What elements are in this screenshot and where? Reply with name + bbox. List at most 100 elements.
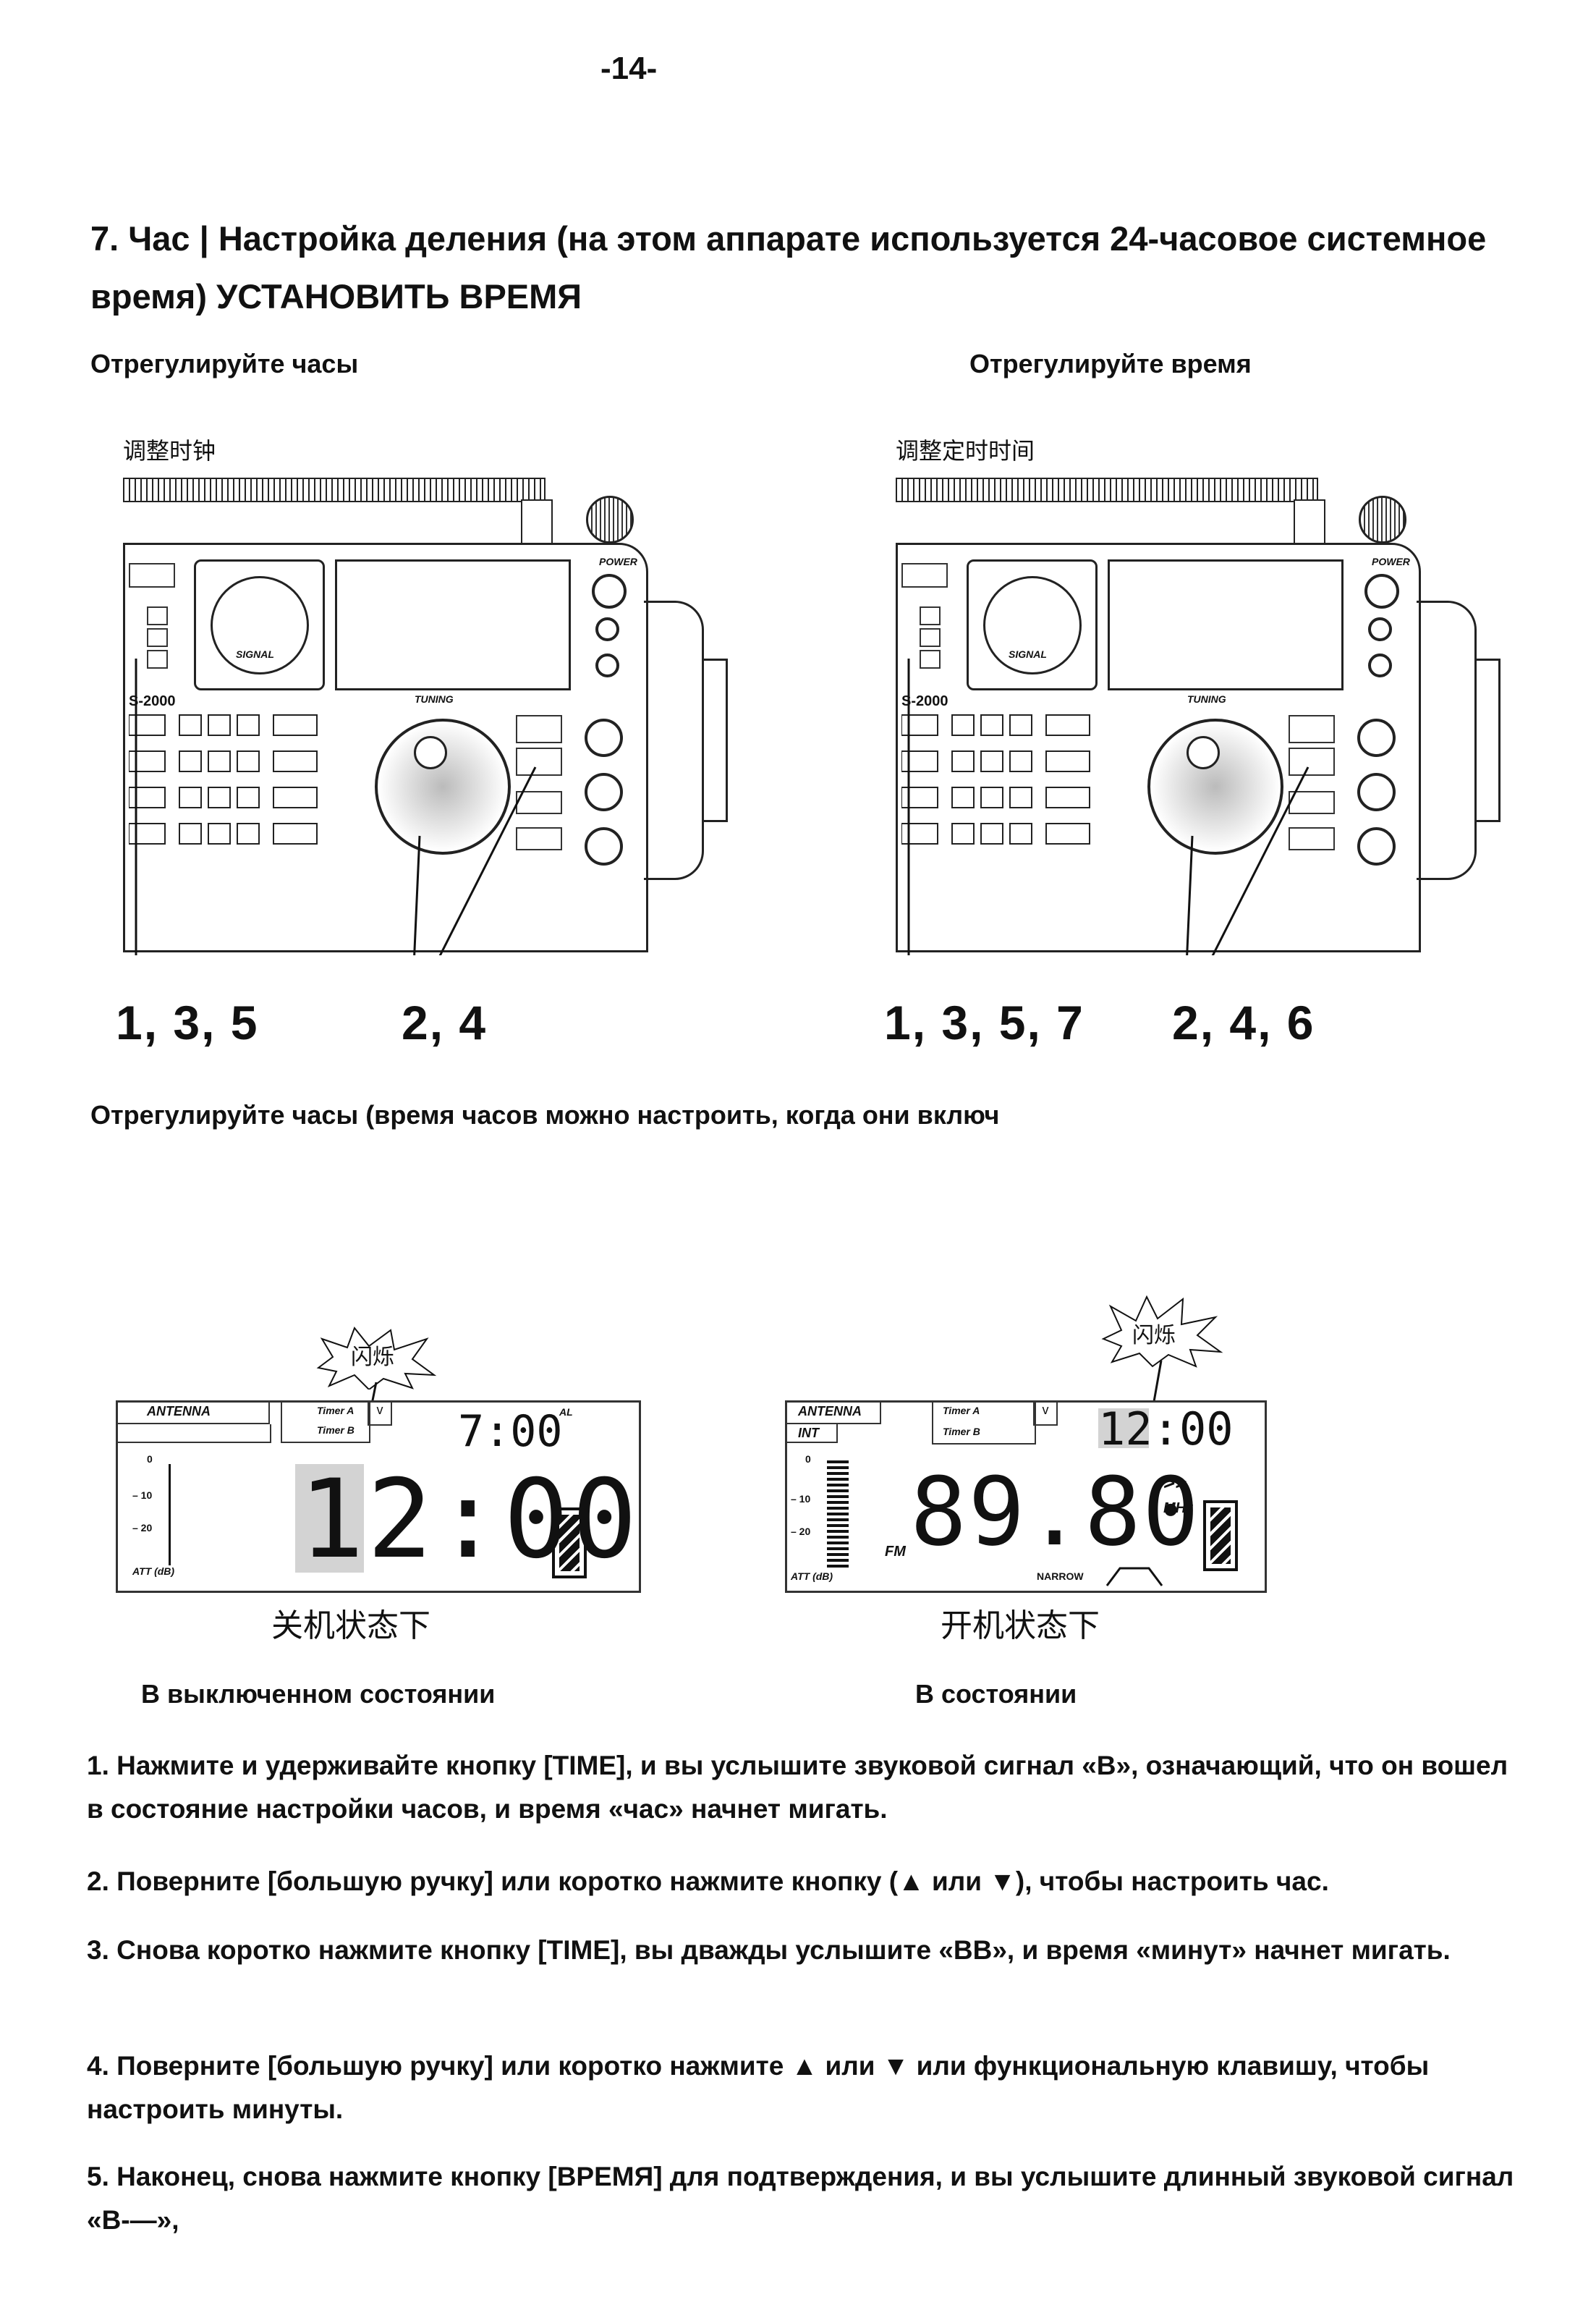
dial-button [920,650,941,669]
mw-knob [595,654,619,677]
int-label: INT [787,1424,838,1443]
left-caption: Отрегулируйте часы [90,349,359,378]
hour-highlight-small [1098,1408,1149,1448]
antenna-post [521,499,553,546]
frequency-display: 89.80 [910,1457,1201,1567]
top-knob [586,496,634,544]
fm-label: FM [885,1544,906,1560]
callout-lines [907,659,1310,955]
rf-gain-knob [585,719,623,757]
finger-dimple [414,736,447,769]
timer-box [281,1403,370,1443]
antenna-sub [118,1424,271,1443]
timer-box [932,1403,1036,1445]
antenna-label: ANTENNA [787,1403,881,1424]
step-2: 2. Поверните [большую ручку] или коротко… [87,1866,1329,1896]
signal-label: SIGNAL [1009,648,1047,660]
att-label: ATT (dB) [791,1570,833,1582]
step-1: 1. Нажмите и удерживайте кнопку [TIME], … [87,1751,1508,1824]
scale-10: – 10 [132,1489,153,1501]
radio-illustration-left: SIGNAL POWER S-2000 TUNING [123,478,767,955]
fm-st-button [1289,827,1335,850]
treble-knob [585,827,623,866]
power-label: POWER [1372,556,1410,567]
left-cn-caption: 调整时钟 [123,437,216,465]
right-callout-knob: 2, 4, 6 [1172,996,1315,1049]
flash-burst [316,1326,437,1390]
signal-meter: SIGNAL [194,559,325,690]
tuning-label: TUNING [1187,693,1226,705]
step-4: 4. Поверните [большую ручку] или коротко… [87,2051,1430,2124]
timer-b: Timer B [943,1426,980,1437]
antenna-post [1294,499,1325,546]
battery-fill [1210,1507,1231,1564]
off-ru-caption: В выключенном состоянии [141,1679,496,1709]
radio-body: SIGNAL POWER S-2000 TUNING [123,543,648,952]
time-button [920,606,941,625]
signal-label: SIGNAL [236,648,274,660]
page-button [516,791,562,814]
treble-knob [1357,827,1396,866]
al-label: AL [559,1406,573,1418]
power-label: POWER [599,556,637,567]
on-ru-caption: В состоянии [915,1679,1077,1709]
page-button [1289,791,1335,814]
tuning-knob [1147,719,1283,855]
on-cn-caption: 开机状态下 [941,1607,1100,1644]
lcd-off-display: ANTENNA Timer A Timer B v 7:00 AL 0 – 10… [116,1400,641,1593]
bass-knob [1357,773,1396,811]
right-caption: Отрегулируйте время [969,349,1252,378]
scale-0: 0 [805,1453,811,1465]
antenna-strip [123,478,546,502]
tuning-knob [375,719,511,855]
model-label: S-2000 [129,693,176,709]
step-3: 3. Снова коротко нажмите кнопку [TIME], … [87,1935,1451,1965]
fm-st-button [516,827,562,850]
timer-a: Timer A [943,1405,980,1416]
step-5: 5. Наконец, снова нажмите кнопку [ВРЕМЯ]… [87,2162,1514,2235]
battery-icon [1203,1500,1238,1571]
light-snooze-button [901,563,948,588]
model-label: S-2000 [901,693,948,709]
radio-illustration-right: SIGNAL POWER S-2000 TUNING [896,478,1540,955]
mw-knob [1368,654,1392,677]
battery-icon [552,1507,587,1578]
power-knob [592,574,627,609]
scale-20: – 20 [132,1522,153,1534]
finger-dimple [1187,736,1220,769]
down-button [1289,748,1335,776]
att-label: ATT (dB) [132,1565,175,1577]
up-button [516,715,562,743]
narrow-label: NARROW [1037,1570,1084,1582]
antenna-strip [896,478,1318,502]
tuning-label: TUNING [415,693,454,705]
keypad [128,711,339,856]
small-time: 7:00 [458,1406,563,1457]
callout-lines [135,659,537,955]
flash-label: 闪烁 [351,1345,394,1370]
keypad [901,711,1111,856]
lcd-off-group: 闪烁 ANTENNA Timer A Timer B v 7:00 AL 0 –… [116,1324,641,1593]
off-cn-caption: 关机状态下 [271,1607,430,1644]
keypad-keys [128,714,318,845]
timer-b: Timer B [317,1424,355,1436]
left-callout-knob: 2, 4 [402,996,488,1049]
meter-dial [211,576,309,674]
right-cn-caption: 调整定时时间 [896,437,1035,465]
check-box: v [1033,1403,1058,1426]
hour-highlight [295,1464,364,1573]
rf-gain-knob [1357,719,1396,757]
right-callout-buttons: 1, 3, 5, 7 [884,996,1084,1049]
signal-scale [169,1464,171,1565]
signal-meter: SIGNAL [967,559,1098,690]
scale-0: 0 [147,1453,153,1465]
small-time: 12:00 [1098,1403,1234,1455]
sleep-knob [595,617,619,641]
check-box: v [368,1403,392,1426]
section-title: 7. Час | Настройка деления (на этом аппа… [90,219,1487,316]
page-number: -14- [600,51,658,86]
battery-fill [559,1515,580,1571]
handle-grip [702,659,728,822]
timer-a: Timer A [317,1405,355,1416]
dial-button [147,650,168,669]
